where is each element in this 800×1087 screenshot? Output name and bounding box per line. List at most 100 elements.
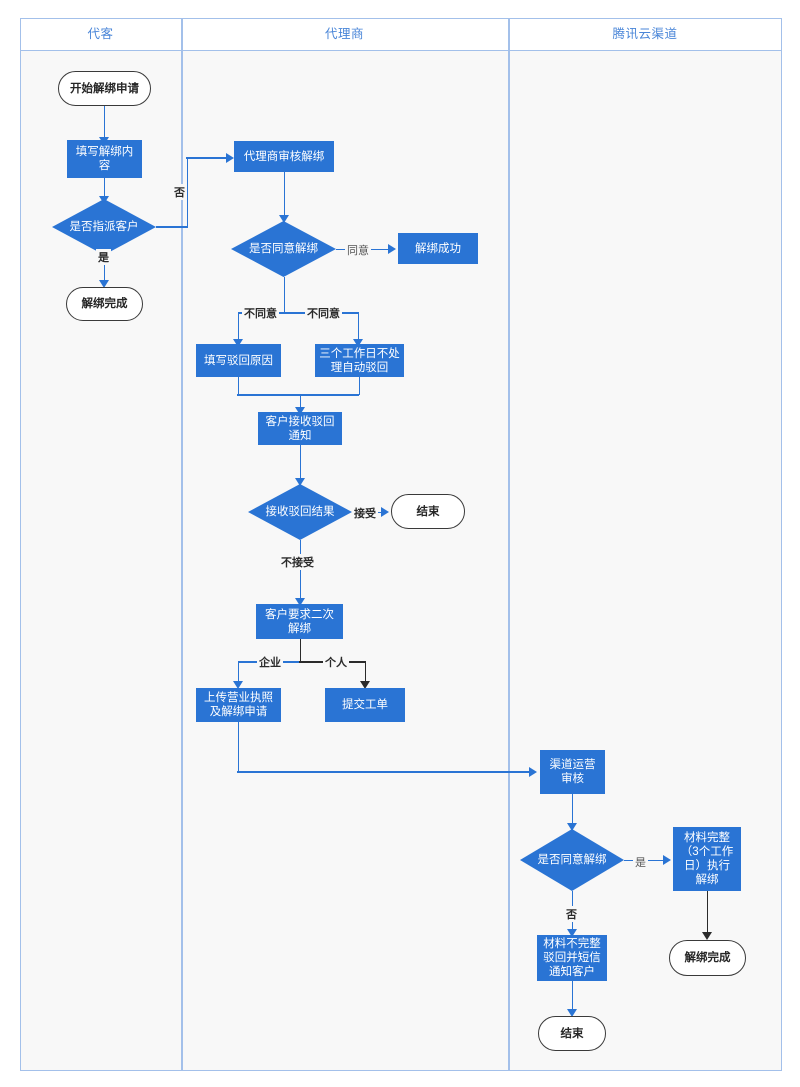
- node-second-request[interactable]: 客户要求二次 解绑: [256, 604, 343, 639]
- node-fill-unbind-label: 填写解绑内 容: [75, 146, 134, 172]
- node-accept-reject[interactable]: 接收驳回结果: [248, 484, 352, 540]
- edge-autoreject-down: [358, 377, 361, 395]
- arrowhead-notice-to-acceptreject: [295, 478, 305, 486]
- arrowhead-individual: [360, 681, 370, 689]
- node-material-complete[interactable]: 材料完整 （3个工作 日）执行 解绑: [673, 827, 741, 891]
- diamond-shape-accept-reject: [248, 484, 352, 540]
- edge-material-to-done: [706, 891, 709, 936]
- node-auto-reject-label: 三个工作日不处 理自动驳回: [319, 347, 400, 374]
- edge-assign-no-h2: [186, 157, 229, 159]
- node-unbind-done-left[interactable]: 解绑完成: [66, 287, 143, 321]
- edge-label-agree: 同意: [345, 242, 371, 258]
- arrowhead-material-to-done: [702, 932, 712, 940]
- diamond-shape-assign: [52, 199, 156, 255]
- edge-channel-to-agree2: [571, 794, 574, 828]
- edge-to-channel-v: [237, 722, 240, 772]
- arrowhead-missing-to-end: [567, 1009, 577, 1017]
- edge-start-to-fill: [103, 106, 106, 139]
- edge-missing-to-end: [571, 981, 574, 1013]
- node-start-apply[interactable]: 开始解绑申请: [58, 71, 151, 106]
- lane-header-agent: 代理商: [324, 27, 364, 41]
- swimlane-frame: [20, 18, 782, 1071]
- node-submit-ticket-label: 提交工单: [342, 699, 388, 711]
- node-channel-review[interactable]: 渠道运营 审核: [540, 750, 605, 794]
- edge-reject-merge-v: [299, 394, 302, 411]
- edge-assign-no-h1: [156, 226, 188, 228]
- edge-disagree-right-v: [357, 312, 360, 343]
- edge-assign-no-v: [186, 158, 189, 227]
- node-agree-unbind[interactable]: 是否同意解绑: [231, 221, 336, 277]
- lane-divider-2: [508, 18, 510, 1071]
- arrowhead-accept-yes: [381, 507, 389, 517]
- edge-label-enterprise: 企业: [257, 654, 283, 670]
- edge-label-yes-tencent: 是: [633, 854, 648, 870]
- edge-assign-yes: [103, 255, 106, 284]
- node-agree-unbind-2[interactable]: 是否同意解绑: [520, 829, 624, 891]
- edge-not-accept: [299, 540, 302, 604]
- node-unbind-done-right[interactable]: 解绑完成: [669, 940, 746, 976]
- arrowhead-not-accept: [295, 598, 305, 606]
- diamond-shape-agree-unbind-2: [520, 829, 624, 891]
- node-submit-ticket[interactable]: 提交工单: [325, 688, 405, 722]
- node-unbind-success-label: 解绑成功: [415, 242, 461, 255]
- arrowhead-assign-yes: [99, 280, 109, 288]
- node-end-agent[interactable]: 结束: [391, 494, 465, 529]
- node-auto-reject[interactable]: 三个工作日不处 理自动驳回: [315, 344, 404, 377]
- arrowhead-assign-no: [226, 153, 234, 163]
- node-fill-unbind[interactable]: 填写解绑内 容: [67, 140, 142, 178]
- edge-label-individual: 个人: [323, 654, 349, 670]
- arrowhead-disagree-right: [353, 339, 363, 347]
- arrowhead-tencent-yes: [663, 855, 671, 865]
- node-end-tencent[interactable]: 结束: [538, 1016, 606, 1051]
- node-unbind-success[interactable]: 解绑成功: [398, 233, 478, 264]
- arrowhead-agentreview-to-agree: [279, 215, 289, 223]
- node-unbind-done-right-label: 解绑完成: [684, 952, 731, 964]
- edge-label-not-accept: 不接受: [279, 554, 316, 570]
- edge-label-accept: 接受: [352, 505, 378, 521]
- node-material-missing[interactable]: 材料不完整 驳回并短信 通知客户: [537, 935, 607, 981]
- node-upload-license[interactable]: 上传营业执照 及解绑申请: [196, 688, 281, 722]
- node-customer-notice-label: 客户接收驳回 通知: [265, 415, 335, 442]
- diamond-shape-agree-unbind: [231, 221, 336, 277]
- edge-fill-to-assign: [103, 178, 106, 200]
- edge-second-stem: [299, 639, 302, 662]
- edge-label-no-assign: 否: [172, 184, 187, 200]
- node-agent-review-label: 代理商审核解绑: [243, 150, 325, 163]
- edge-label-yes-assign: 是: [96, 249, 111, 265]
- arrowhead-to-channel: [529, 767, 537, 777]
- edge-notice-to-acceptreject: [299, 445, 302, 483]
- node-assign-customer[interactable]: 是否指派客户: [52, 199, 156, 255]
- node-end-tencent-label: 结束: [560, 1027, 584, 1040]
- edge-individual-v: [364, 661, 367, 685]
- edge-enterprise-v: [237, 661, 240, 685]
- node-second-request-label: 客户要求二次 解绑: [265, 608, 334, 635]
- arrowhead-agree-yes: [388, 244, 396, 254]
- edge-to-channel-h: [237, 771, 533, 773]
- node-unbind-done-left-label: 解绑完成: [81, 298, 128, 310]
- node-channel-review-label: 渠道运营 审核: [549, 759, 596, 785]
- node-customer-notice[interactable]: 客户接收驳回 通知: [258, 412, 342, 445]
- arrowhead-enterprise: [233, 681, 243, 689]
- edge-fillreject-down: [237, 377, 240, 395]
- edge-label-disagree-left: 不同意: [242, 305, 279, 321]
- lane-header-customer: 代客: [87, 27, 114, 41]
- node-agent-review[interactable]: 代理商审核解绑: [234, 141, 334, 172]
- edge-disagree-left-v: [237, 312, 240, 343]
- lane-divider-1: [181, 18, 183, 1071]
- arrowhead-channel-to-agree2: [567, 823, 577, 831]
- node-fill-reject-label: 填写驳回原因: [204, 354, 273, 367]
- node-fill-reject[interactable]: 填写驳回原因: [196, 344, 281, 377]
- node-material-complete-label: 材料完整 （3个工作 日）执行 解绑: [680, 832, 734, 886]
- swimlane-header-band: [20, 18, 782, 51]
- edge-disagree-stem: [283, 277, 286, 313]
- edge-label-no-tencent: 否: [564, 906, 579, 922]
- node-material-missing-label: 材料不完整 驳回并短信 通知客户: [543, 938, 601, 978]
- edge-label-disagree-right: 不同意: [305, 305, 342, 321]
- edge-agentreview-to-agree: [283, 172, 286, 220]
- node-start-apply-label: 开始解绑申请: [70, 82, 139, 95]
- node-upload-license-label: 上传营业执照 及解绑申请: [204, 692, 273, 718]
- lane-header-tencent: 腾讯云渠道: [612, 27, 678, 41]
- node-end-agent-label: 结束: [416, 505, 440, 518]
- arrowhead-tencent-no: [567, 929, 577, 937]
